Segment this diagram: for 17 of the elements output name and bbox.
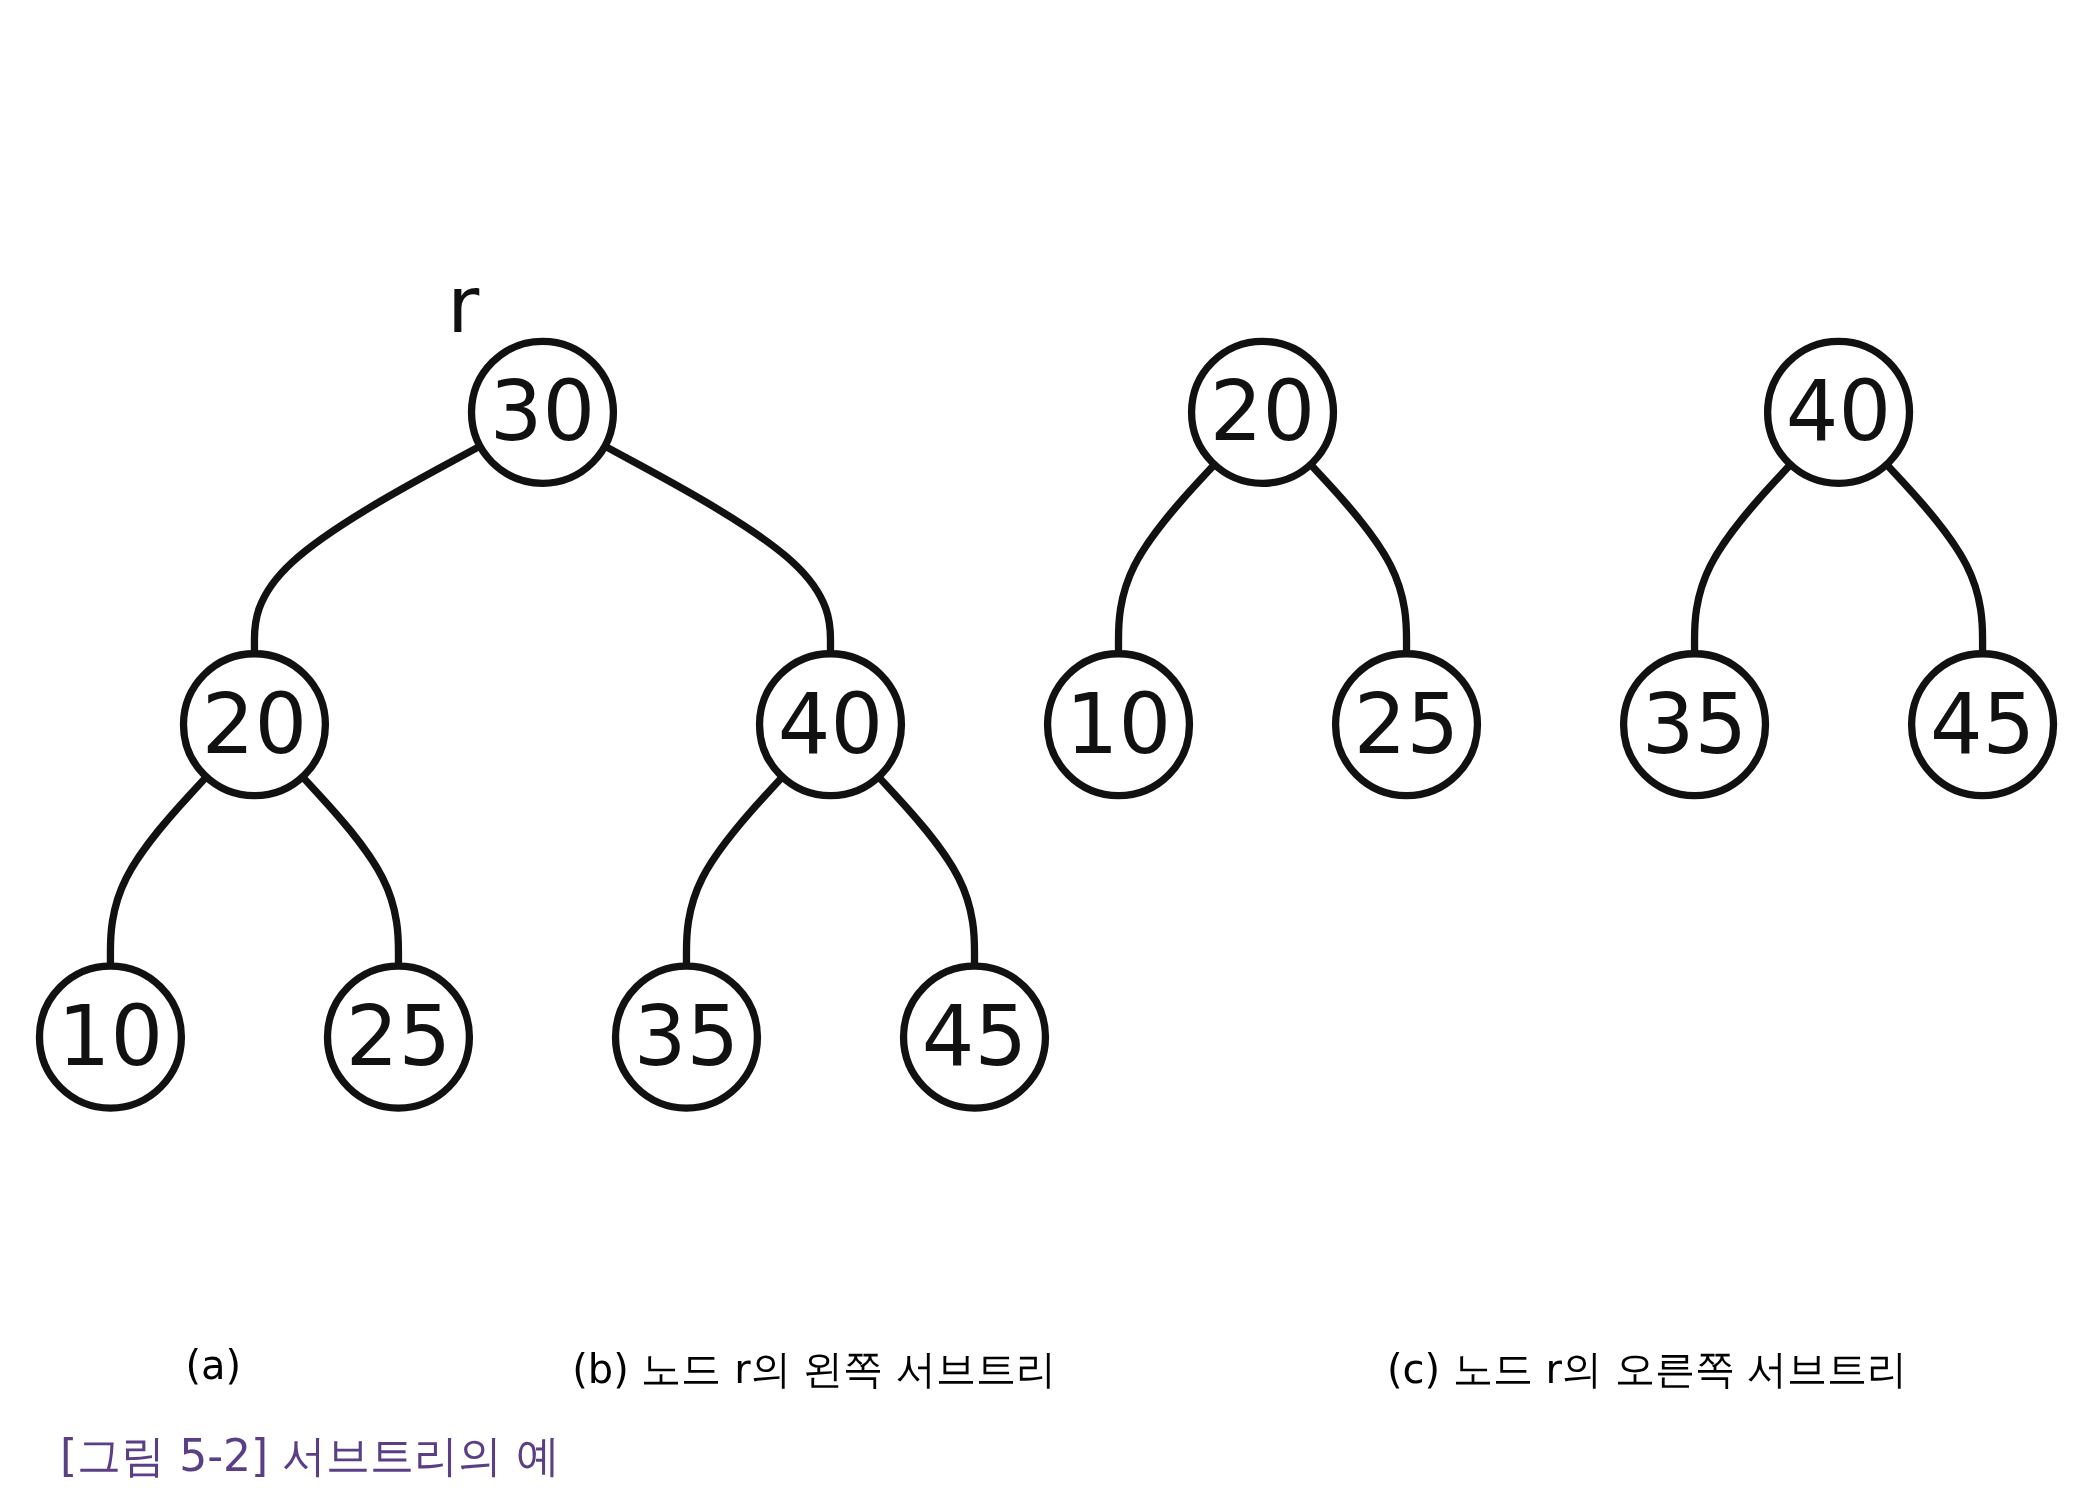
node-circle: 40 <box>755 650 906 800</box>
node-circle: 10 <box>1043 650 1194 800</box>
node-circle: 40 <box>1763 337 1914 487</box>
node-circle: 25 <box>1331 650 1482 800</box>
node-circle: 45 <box>899 962 1050 1112</box>
node-circle: 45 <box>1907 650 2058 800</box>
node-circle: 20 <box>1187 337 1338 487</box>
node-circle: 25 <box>323 962 474 1112</box>
figure-label: (a) <box>185 1342 242 1390</box>
figure-caption: [그림 5-2] 서브트리의 예 <box>60 1429 561 1483</box>
figure-label: (c) 노드 r의 오른쪽 서브트리 <box>1387 1345 1908 1394</box>
node-circle: 10 <box>35 962 186 1112</box>
node-circle: 35 <box>1619 650 1770 800</box>
node-circle: 35 <box>611 962 762 1112</box>
node-circle: 30 <box>467 337 618 487</box>
node-circle: 20 <box>179 650 330 800</box>
figure-label: (b) 노드 r의 왼쪽 서브트리 <box>572 1345 1057 1394</box>
